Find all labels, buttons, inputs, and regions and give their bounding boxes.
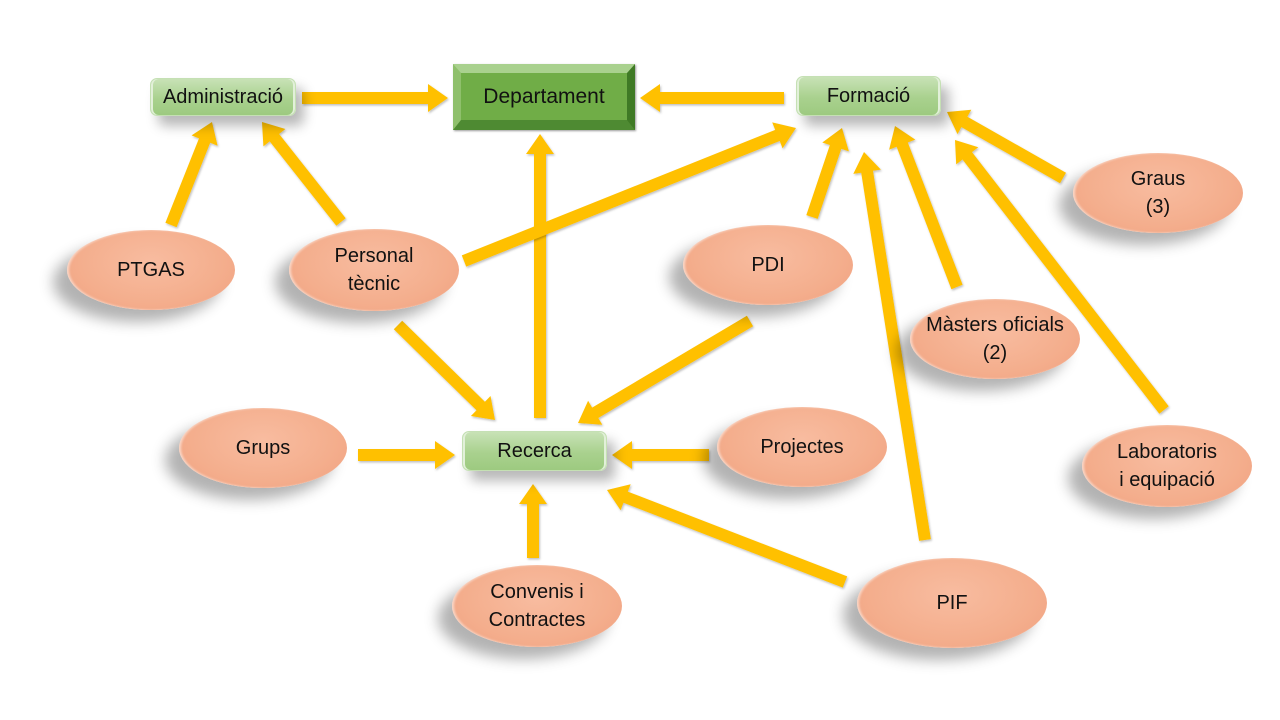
node-label: PIF	[936, 592, 968, 614]
arrow-pif-to-recerca	[607, 484, 848, 588]
arrow-convenis-to-recerca	[519, 484, 547, 558]
node-label: Departament	[483, 84, 605, 108]
arrow-recerca-to-departament	[526, 134, 554, 418]
node-convenis: Convenis i Contractes	[452, 565, 622, 647]
node-label-line-2: i equipació	[1119, 469, 1215, 491]
node-laboratoris: Laboratoris i equipació	[1082, 425, 1252, 507]
node-pif: PIF	[857, 558, 1047, 648]
node-ptgas: PTGAS	[67, 230, 235, 310]
arrow-administracio-to-departament	[302, 84, 448, 112]
node-label: Projectes	[760, 436, 844, 458]
arrow-personal-tecnic-to-administracio	[262, 122, 346, 226]
node-departament: Departament	[453, 64, 635, 130]
arrow-grups-to-recerca	[358, 441, 455, 469]
arrow-formacio-to-departament	[640, 84, 784, 112]
node-graus: Graus (3)	[1073, 153, 1243, 233]
node-projectes: Projectes	[717, 407, 887, 487]
node-label-line-1: Laboratoris	[1116, 441, 1218, 463]
node-label-line-1: Personal	[334, 245, 414, 267]
arrow-personal-tecnic-to-recerca	[393, 320, 495, 420]
node-label: PTGAS	[117, 259, 185, 281]
node-label-line-2: Contractes	[488, 609, 586, 631]
arrow-pdi-to-recerca	[578, 315, 754, 425]
node-label: Administració	[162, 85, 284, 108]
arrow-pdi-to-formacio	[806, 128, 849, 219]
node-personal-tecnic: Personal tècnic	[289, 229, 459, 311]
arrow-masters-to-formacio	[889, 126, 963, 290]
node-label-line-2: tècnic	[347, 273, 401, 295]
node-recerca: Recerca	[462, 431, 607, 471]
node-formacio: Formació	[796, 76, 941, 116]
node-administracio: Administració	[150, 78, 296, 116]
arrow-graus-to-formacio	[947, 109, 1066, 184]
arrow-projectes-to-recerca	[612, 441, 709, 469]
arrow-ptgas-to-administracio	[165, 122, 218, 228]
node-pdi: PDI	[683, 225, 853, 305]
node-label-line-1: Graus	[1130, 168, 1186, 190]
node-label-line-1: Màsters oficials	[926, 314, 1064, 336]
node-grups: Grups	[179, 408, 347, 488]
node-label-line-2: (2)	[982, 342, 1008, 364]
node-label-line-1: Convenis i	[490, 581, 584, 603]
node-label-line-2: (3)	[1145, 196, 1171, 218]
node-label: Recerca	[497, 439, 572, 462]
node-label: PDI	[751, 254, 785, 276]
node-label: Grups	[235, 437, 291, 459]
node-label: Formació	[826, 84, 911, 107]
node-masters: Màsters oficials (2)	[910, 299, 1080, 379]
